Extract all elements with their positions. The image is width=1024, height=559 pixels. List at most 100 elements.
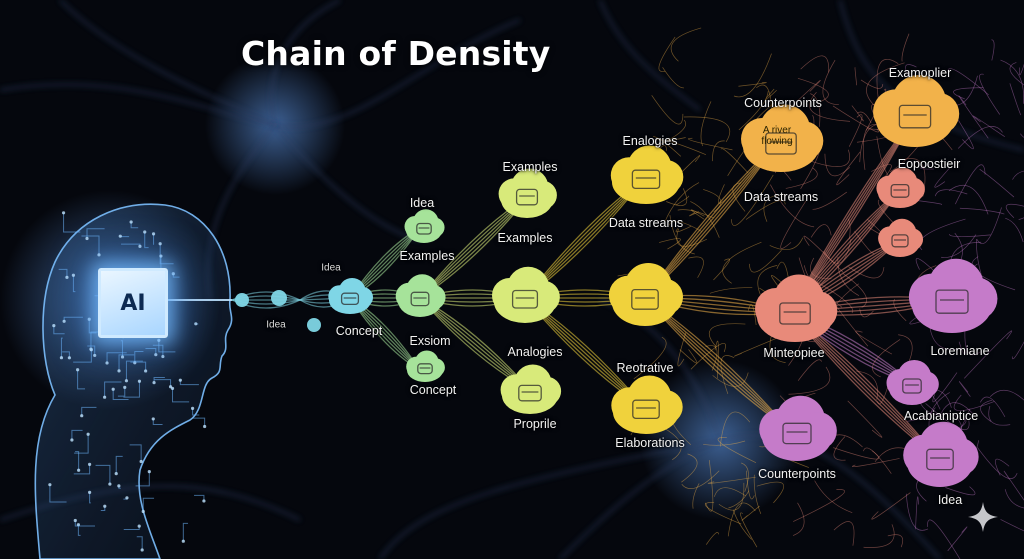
dense-strand: [948, 184, 989, 215]
dense-strand: [957, 126, 1003, 149]
dense-strand: [730, 174, 774, 226]
circuit-node: [170, 386, 175, 391]
dense-strand: [765, 88, 777, 101]
node-label: Proprile: [513, 417, 557, 431]
circuit-trace: [86, 228, 105, 239]
dense-strand: [877, 199, 895, 225]
dense-strand: [740, 512, 758, 548]
dense-strand: [656, 119, 686, 147]
node-label: Idea: [937, 493, 963, 507]
dense-strand: [797, 359, 822, 381]
circuit-trace: [77, 524, 81, 536]
dense-strand: [834, 302, 869, 347]
dense-strand: [863, 447, 892, 474]
circuit-trace: [53, 325, 65, 335]
circuit-node: [154, 353, 158, 357]
dense-strand: [945, 486, 976, 496]
dense-strand: [663, 182, 700, 224]
dense-strand: [989, 389, 1024, 401]
node-label: Loremiane: [930, 344, 990, 358]
circuit-node: [89, 347, 93, 351]
node-label: Counterpoints: [758, 467, 836, 481]
diagram-title: Chain of Density: [241, 34, 551, 73]
dense-strand: [669, 215, 695, 255]
circuit-trace: [63, 212, 81, 233]
dense-strand: [854, 67, 858, 86]
circuit-node: [105, 361, 109, 365]
dense-strand: [814, 280, 854, 314]
node-examples-mid: [492, 266, 560, 323]
ai-chip-label: AI: [120, 290, 146, 316]
dense-strand: [1012, 170, 1024, 180]
circuit-node: [88, 490, 92, 494]
dense-strand: [810, 224, 832, 238]
dense-strand: [748, 304, 757, 326]
neural-strand: [559, 438, 721, 559]
circuit-trace: [129, 444, 142, 462]
circuit-node: [143, 230, 147, 234]
dense-strand: [683, 116, 731, 143]
circuit-node: [67, 356, 71, 360]
node-label: Data streams: [608, 216, 684, 230]
circuit-trace: [58, 268, 68, 278]
dense-strand: [822, 59, 839, 106]
dense-strand: [714, 340, 719, 379]
circuit-trace: [95, 464, 111, 485]
dense-strand: [1018, 63, 1024, 76]
dense-strand: [940, 402, 974, 415]
dense-strand: [856, 370, 878, 400]
dense-strand: [727, 502, 756, 537]
dense-strand: [876, 383, 890, 405]
neural-strand: [59, 0, 276, 127]
dense-strand: [980, 396, 1006, 418]
node-counterpoints: [741, 104, 824, 172]
circuit-trace: [115, 455, 123, 474]
dense-strand: [707, 476, 756, 484]
dense-strand: [887, 534, 904, 548]
dense-strand: [837, 256, 860, 296]
circuit-node: [114, 472, 118, 476]
dense-strand: [676, 228, 708, 247]
circuit-node: [117, 484, 121, 488]
dense-strand: [1009, 83, 1022, 116]
circuit-trace: [193, 417, 206, 427]
node-small: [878, 218, 924, 257]
dense-strand: [733, 53, 772, 98]
dense-strand: [714, 487, 746, 497]
node-enalogies: [610, 145, 684, 204]
circuit-trace: [192, 408, 200, 416]
circuit-trace: [152, 344, 164, 357]
circuit-node: [194, 322, 198, 326]
dense-strand: [954, 164, 986, 205]
circuit-node: [151, 417, 155, 421]
dense-strand: [918, 218, 966, 251]
node-label: Enalogies: [622, 134, 678, 148]
dense-strand: [745, 200, 786, 220]
dense-strand: [717, 437, 757, 464]
dense-strand: [659, 238, 681, 250]
node-label: Minteopiee: [763, 346, 825, 360]
circuit-node: [178, 378, 182, 382]
dense-strand: [719, 411, 751, 447]
circuit-trace: [81, 406, 97, 416]
node-label: Data streams: [743, 190, 819, 204]
circuit-trace: [135, 471, 150, 487]
dense-strand: [780, 200, 807, 249]
dense-strand: [932, 372, 958, 403]
circuit-trace: [194, 494, 205, 501]
circuit-node: [65, 275, 69, 279]
node-idea-2: [903, 421, 979, 488]
dense-strand: [757, 265, 778, 295]
dense-strand: [690, 209, 705, 220]
circuit-node: [151, 232, 156, 236]
circuit-node: [70, 438, 74, 442]
dense-strand: [959, 207, 1005, 215]
dense-strand: [905, 493, 929, 531]
dense-strand: [788, 366, 831, 395]
neural-strand: [719, 434, 941, 559]
node-eopoostieir: [876, 167, 925, 209]
dense-strand: [1005, 217, 1024, 243]
dense-strand: [814, 480, 853, 514]
circuit-node: [62, 319, 66, 323]
dense-strand: [810, 93, 821, 127]
